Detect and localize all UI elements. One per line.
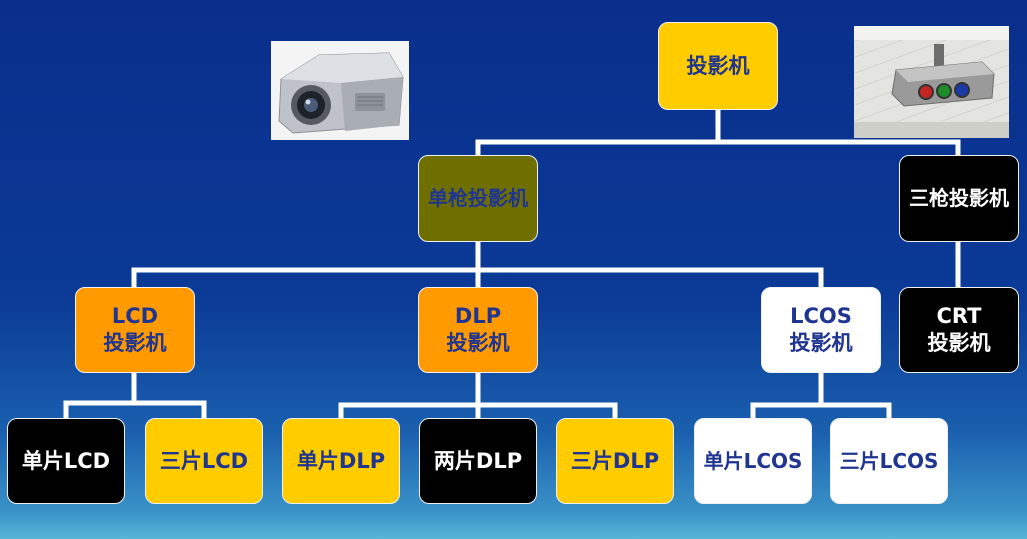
node-label: 单枪投影机 [428, 186, 528, 210]
projector-photo [271, 41, 409, 140]
node-label-line1: DLP [454, 304, 502, 328]
node-label-line1: LCD [111, 304, 159, 328]
node-label: 投影机 [686, 53, 750, 78]
node-label-line1: LCOS [790, 304, 852, 328]
node-label-line2: 投影机 [446, 331, 510, 355]
node-label: 单片DLP [296, 448, 386, 473]
node-two-dlp: 两片DLP [419, 418, 537, 504]
node-single-lcd: 单片LCD [7, 418, 125, 504]
node-three-dlp: 三片DLP [556, 418, 674, 504]
node-label: 三片LCD [159, 448, 249, 473]
node-single-dlp: 单片DLP [282, 418, 400, 504]
node-three-lcd: 三片LCD [145, 418, 263, 504]
node-label-line2: 投影机 [927, 331, 991, 355]
ceiling-projector-photo [854, 26, 1009, 138]
node-label-line2: 投影机 [789, 331, 853, 355]
node-label: 三枪投影机 [909, 186, 1009, 210]
node-label-line2: 投影机 [103, 331, 167, 355]
node-three-lcos: 三片LCOS [830, 418, 948, 504]
node-label: 三片LCOS [839, 448, 939, 473]
node-label: 两片DLP [433, 448, 523, 473]
node-label: 三片DLP [570, 448, 660, 473]
node-label-line1: CRT [936, 304, 982, 328]
node-single-lcos: 单片LCOS [694, 418, 812, 504]
node-dlp-projector: DLP 投影机 [418, 287, 538, 373]
node-projector: 投影机 [658, 22, 778, 110]
node-crt-projector: CRT 投影机 [899, 287, 1019, 373]
node-lcos-projector: LCOS 投影机 [761, 287, 881, 373]
node-lcd-projector: LCD 投影机 [75, 287, 195, 373]
node-label: 单片LCOS [703, 448, 803, 473]
node-three-gun-projector: 三枪投影机 [899, 155, 1019, 242]
node-single-gun-projector: 单枪投影机 [418, 155, 538, 242]
node-label: 单片LCD [21, 448, 111, 473]
